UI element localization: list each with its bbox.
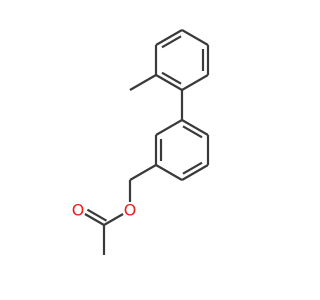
atom-label-o-a15: O [124,201,137,220]
bond-a4-a5 [181,29,209,46]
bond-a13-a8 [155,119,183,136]
bond-a15-a16 [103,213,124,226]
bond-a6-a7 [181,74,209,91]
molecule-structure-diagram: OO [72,29,210,255]
bond-a7-a2 [155,74,183,91]
bond-a10-a11 [181,164,209,181]
bond-a3-a4 [155,29,183,46]
bond-a16-a17 [84,213,105,226]
bond-a7-a2-inner [161,71,182,85]
bond-a1-a2 [129,74,157,91]
bond-a16-a17-second [86,208,108,222]
bond-a8-a9-inner [182,125,203,139]
bond-a12-a14 [129,164,157,181]
atom-label-o-a17: O [72,201,85,220]
bond-a8-a9 [181,119,209,136]
bond-a3-a4-inner [161,35,182,49]
bond-a10-a11-inner [182,161,203,175]
bonds-layer [84,29,210,255]
bond-a11-a12 [155,164,183,181]
atom-labels-layer: OO [72,201,137,220]
